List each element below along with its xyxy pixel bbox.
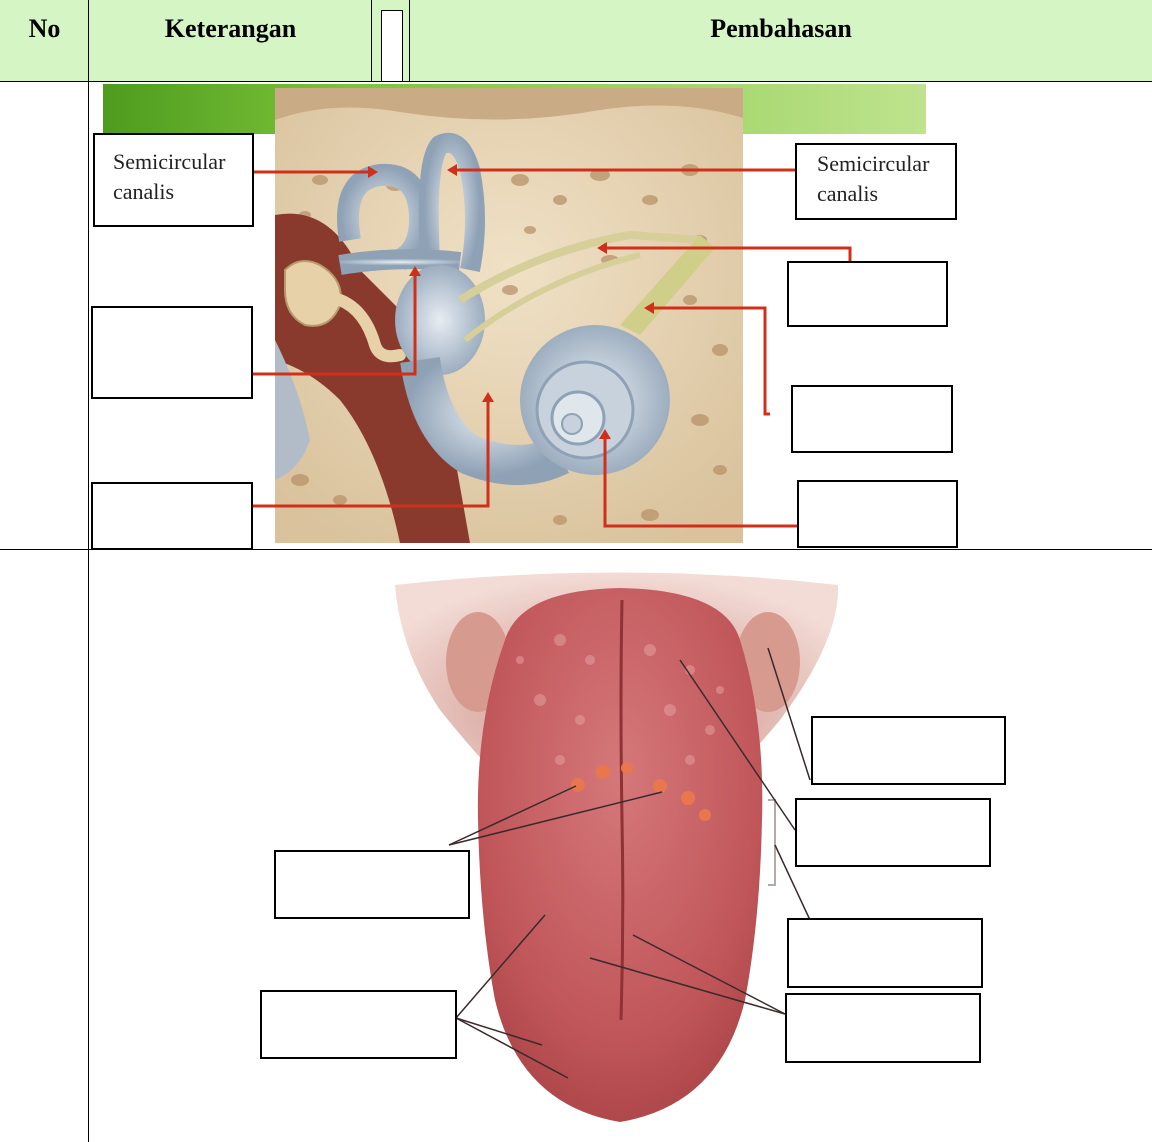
tongue-label-2[interactable] — [795, 798, 991, 867]
tongue-label-4[interactable] — [787, 918, 983, 988]
ear-label-1-line1: Semicircular — [95, 135, 252, 177]
tongue-label-1-text — [813, 718, 1004, 726]
header-keterangan-label: Keterangan — [89, 14, 372, 44]
tongue-label-5-text — [262, 992, 455, 1000]
header-cell-keterangan: Keterangan — [89, 0, 372, 82]
ear-label-blank-left-2[interactable] — [91, 482, 253, 550]
header-cell-no: No — [0, 0, 89, 82]
ear-label-2-line1: Semicircular — [797, 145, 955, 179]
tongue-label-4-text — [789, 920, 981, 928]
tongue-label-3-text — [276, 852, 468, 860]
ear-label-blank-right-1[interactable] — [787, 261, 948, 327]
ear-label-blank-right-2[interactable] — [791, 385, 953, 453]
green-banner — [103, 84, 926, 134]
tongue-label-2-text — [797, 800, 989, 808]
tongue-label-6[interactable] — [785, 993, 981, 1063]
tongue-label-3[interactable] — [274, 850, 470, 919]
header-no-label: No — [0, 14, 89, 44]
ear-label-1-line2: canalis — [95, 177, 252, 207]
ear-label-2-line2: canalis — [797, 179, 955, 209]
tongue-label-1[interactable] — [811, 716, 1006, 785]
tongue-label-6-text — [787, 995, 979, 1003]
ear-label-semicircular-left[interactable]: Semicircular canalis — [93, 133, 254, 227]
tongue-label-5[interactable] — [260, 990, 457, 1059]
header-cell-pembahasan: Pembahasan — [410, 0, 1152, 82]
ear-label-semicircular-right[interactable]: Semicircular canalis — [795, 143, 957, 220]
ear-label-blank-right-3[interactable] — [797, 480, 958, 548]
ear-label-blank-left-1[interactable] — [91, 306, 253, 399]
table-left-divider — [88, 82, 89, 1142]
header-inner-box — [381, 10, 403, 82]
header-pembahasan-label: Pembahasan — [410, 14, 1152, 44]
